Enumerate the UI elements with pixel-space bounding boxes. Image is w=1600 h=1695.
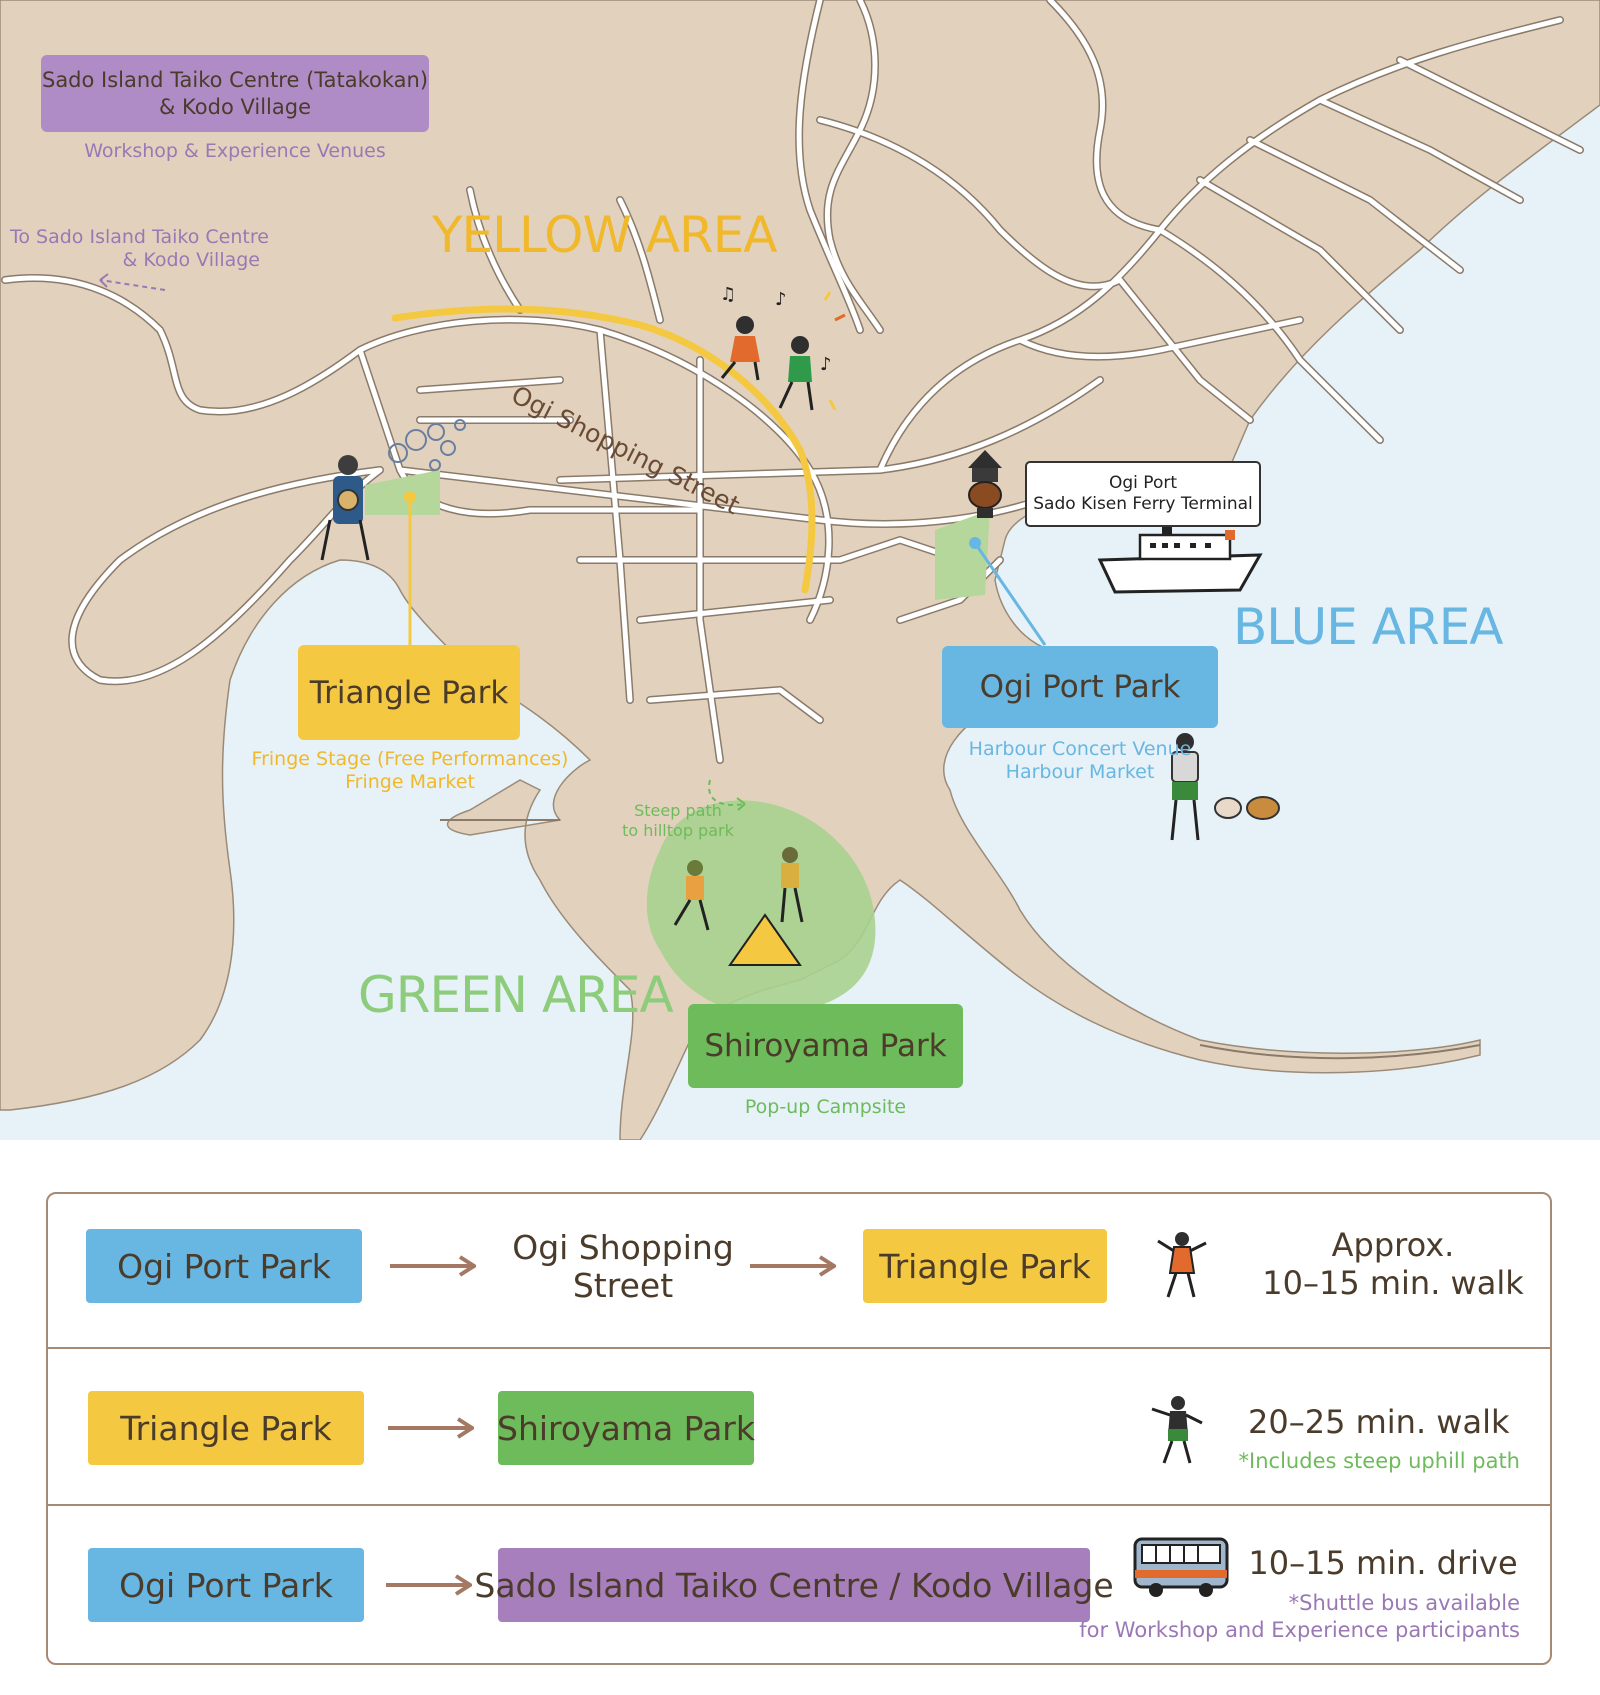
yellow-area-label: YELLOW AREA [432,206,777,264]
to-venue-arrowhead [99,273,109,288]
ogi-port-park-name: Ogi Port Park [979,669,1181,705]
steep-line2: to hilltop park [622,821,734,840]
route1-via: Ogi Shopping Street [498,1229,748,1305]
ogi-port-park-label-box: Ogi Port Park [942,646,1218,728]
svg-text:♪: ♪ [775,289,787,310]
route3-note-line1: *Shuttle bus available [1288,1591,1520,1615]
steep-line1: Steep path [634,801,722,820]
route-table: Ogi Port Park Ogi Shopping Street Triang… [46,1192,1552,1665]
svg-text:♪: ♪ [820,354,832,375]
to-venue-line1: To Sado Island Taiko Centre [10,226,269,248]
steep-path-arrow [708,779,746,806]
route3-arrow [386,1574,472,1596]
route1-via-line2: Street [572,1266,674,1305]
route3-note: *Shuttle bus available for Workshop and … [1079,1590,1520,1644]
dancers-illustration: ♪ ♪ ♫ [720,284,846,411]
shopping-street-highlight [391,305,816,594]
shiroyama-park-subtitle: Pop-up Campsite [744,1096,907,1118]
ferry-line1: Ogi Port [1109,473,1177,493]
ogi-port-connector [973,542,1047,646]
triangle-park-name: Triangle Park [309,674,509,711]
shuttle-bus-icon [1133,1537,1229,1597]
triangle-sub2: Fringe Market [345,771,475,793]
shamisen-player-illustration [320,455,370,561]
blue-area-label: BLUE AREA [1233,598,1503,656]
route-divider-2 [48,1504,1550,1506]
ferry-illustration [1097,520,1263,594]
campers-illustration [673,847,804,966]
triangle-sub1: Fringe Stage (Free Performances) [251,748,569,770]
triangle-park-area [365,470,440,515]
route1-from: Ogi Port Park [86,1229,362,1303]
to-venue-line2: & Kodo Village [122,249,260,271]
route1-time: Approx. 10–15 min. walk [1258,1226,1528,1302]
route-row-2: Triangle Park Shiroyama Park 20–25 min. … [48,1349,1550,1504]
road-network [1,0,1584,764]
route3-from: Ogi Port Park [88,1548,364,1622]
ogi-port-pin [969,537,981,549]
venue-subtitle: Workshop & Experience Venues [84,140,386,162]
ferry-line2: Sado Kisen Ferry Terminal [1033,494,1253,514]
route1-time-line2: 10–15 min. walk [1262,1264,1524,1302]
ferry-terminal-callout: Ogi Port Sado Kisen Ferry Terminal [1025,461,1261,527]
route3-time: 10–15 min. drive [1248,1544,1518,1582]
route2-to: Shiroyama Park [497,1391,755,1465]
bubbles-illustration [388,419,466,471]
drum-tower-illustration [968,450,1002,518]
route1-via-line1: Ogi Shopping [512,1228,734,1267]
venue-title-box: Sado Island Taiko Centre (Tatakokan) & K… [41,55,429,132]
route-row-3: Ogi Port Park Sado Island Taiko Centre /… [48,1506,1550,1664]
to-venue-arrow [99,279,166,291]
steep-path-arrowhead [736,797,746,811]
ogi-sub2: Harbour Market [1005,761,1155,783]
walking-person-icon [1157,1232,1207,1298]
triangle-park-pin [404,491,416,503]
triangle-park-subtitle: Fringe Stage (Free Performances) Fringe … [250,748,570,794]
route3-note-line2: for Workshop and Experience participants [1079,1618,1520,1642]
ogi-sub1: Harbour Concert Venue [968,738,1192,760]
ogi-port-park-area [935,510,990,600]
venue-title-line2: & Kodo Village [158,94,311,119]
route2-time: 20–25 min. walk [1248,1403,1510,1441]
shiroyama-park-area [646,800,876,1015]
route2-from: Triangle Park [88,1391,364,1465]
map-canvas: ♪ ♪ ♫ [0,0,1600,1141]
route2-arrow [388,1417,474,1439]
food-vendor-illustration [1170,733,1280,841]
triangle-park-label-box: Triangle Park [298,645,520,740]
shiroyama-park-name: Shiroyama Park [704,1028,947,1064]
svg-text:♫: ♫ [720,284,736,305]
venue-title-line1: Sado Island Taiko Centre (Tatakokan) [41,67,429,92]
route-divider-1 [48,1347,1550,1349]
route1-arrow1 [390,1255,476,1277]
route1-arrow2 [750,1255,836,1277]
shiroyama-park-label-box: Shiroyama Park [688,1004,963,1088]
harbour-map: ♪ ♪ ♫ [0,0,1600,1141]
route3-to: Sado Island Taiko Centre / Kodo Village [474,1548,1114,1622]
route-row-1: Ogi Port Park Ogi Shopping Street Triang… [48,1194,1550,1347]
green-area-label: GREEN AREA [358,966,674,1024]
walking-person-icon [1151,1396,1203,1464]
route1-time-line1: Approx. [1331,1226,1455,1264]
route1-to: Triangle Park [863,1229,1107,1303]
to-venue-label: To Sado Island Taiko Centre & Kodo Villa… [10,226,269,272]
ogi-port-park-subtitle: Harbour Concert Venue Harbour Market [942,738,1218,784]
route2-note: *Includes steep uphill path [1238,1449,1520,1473]
steep-path-label: Steep path to hilltop park [618,801,738,841]
breakwater-east [1199,1044,1481,1060]
